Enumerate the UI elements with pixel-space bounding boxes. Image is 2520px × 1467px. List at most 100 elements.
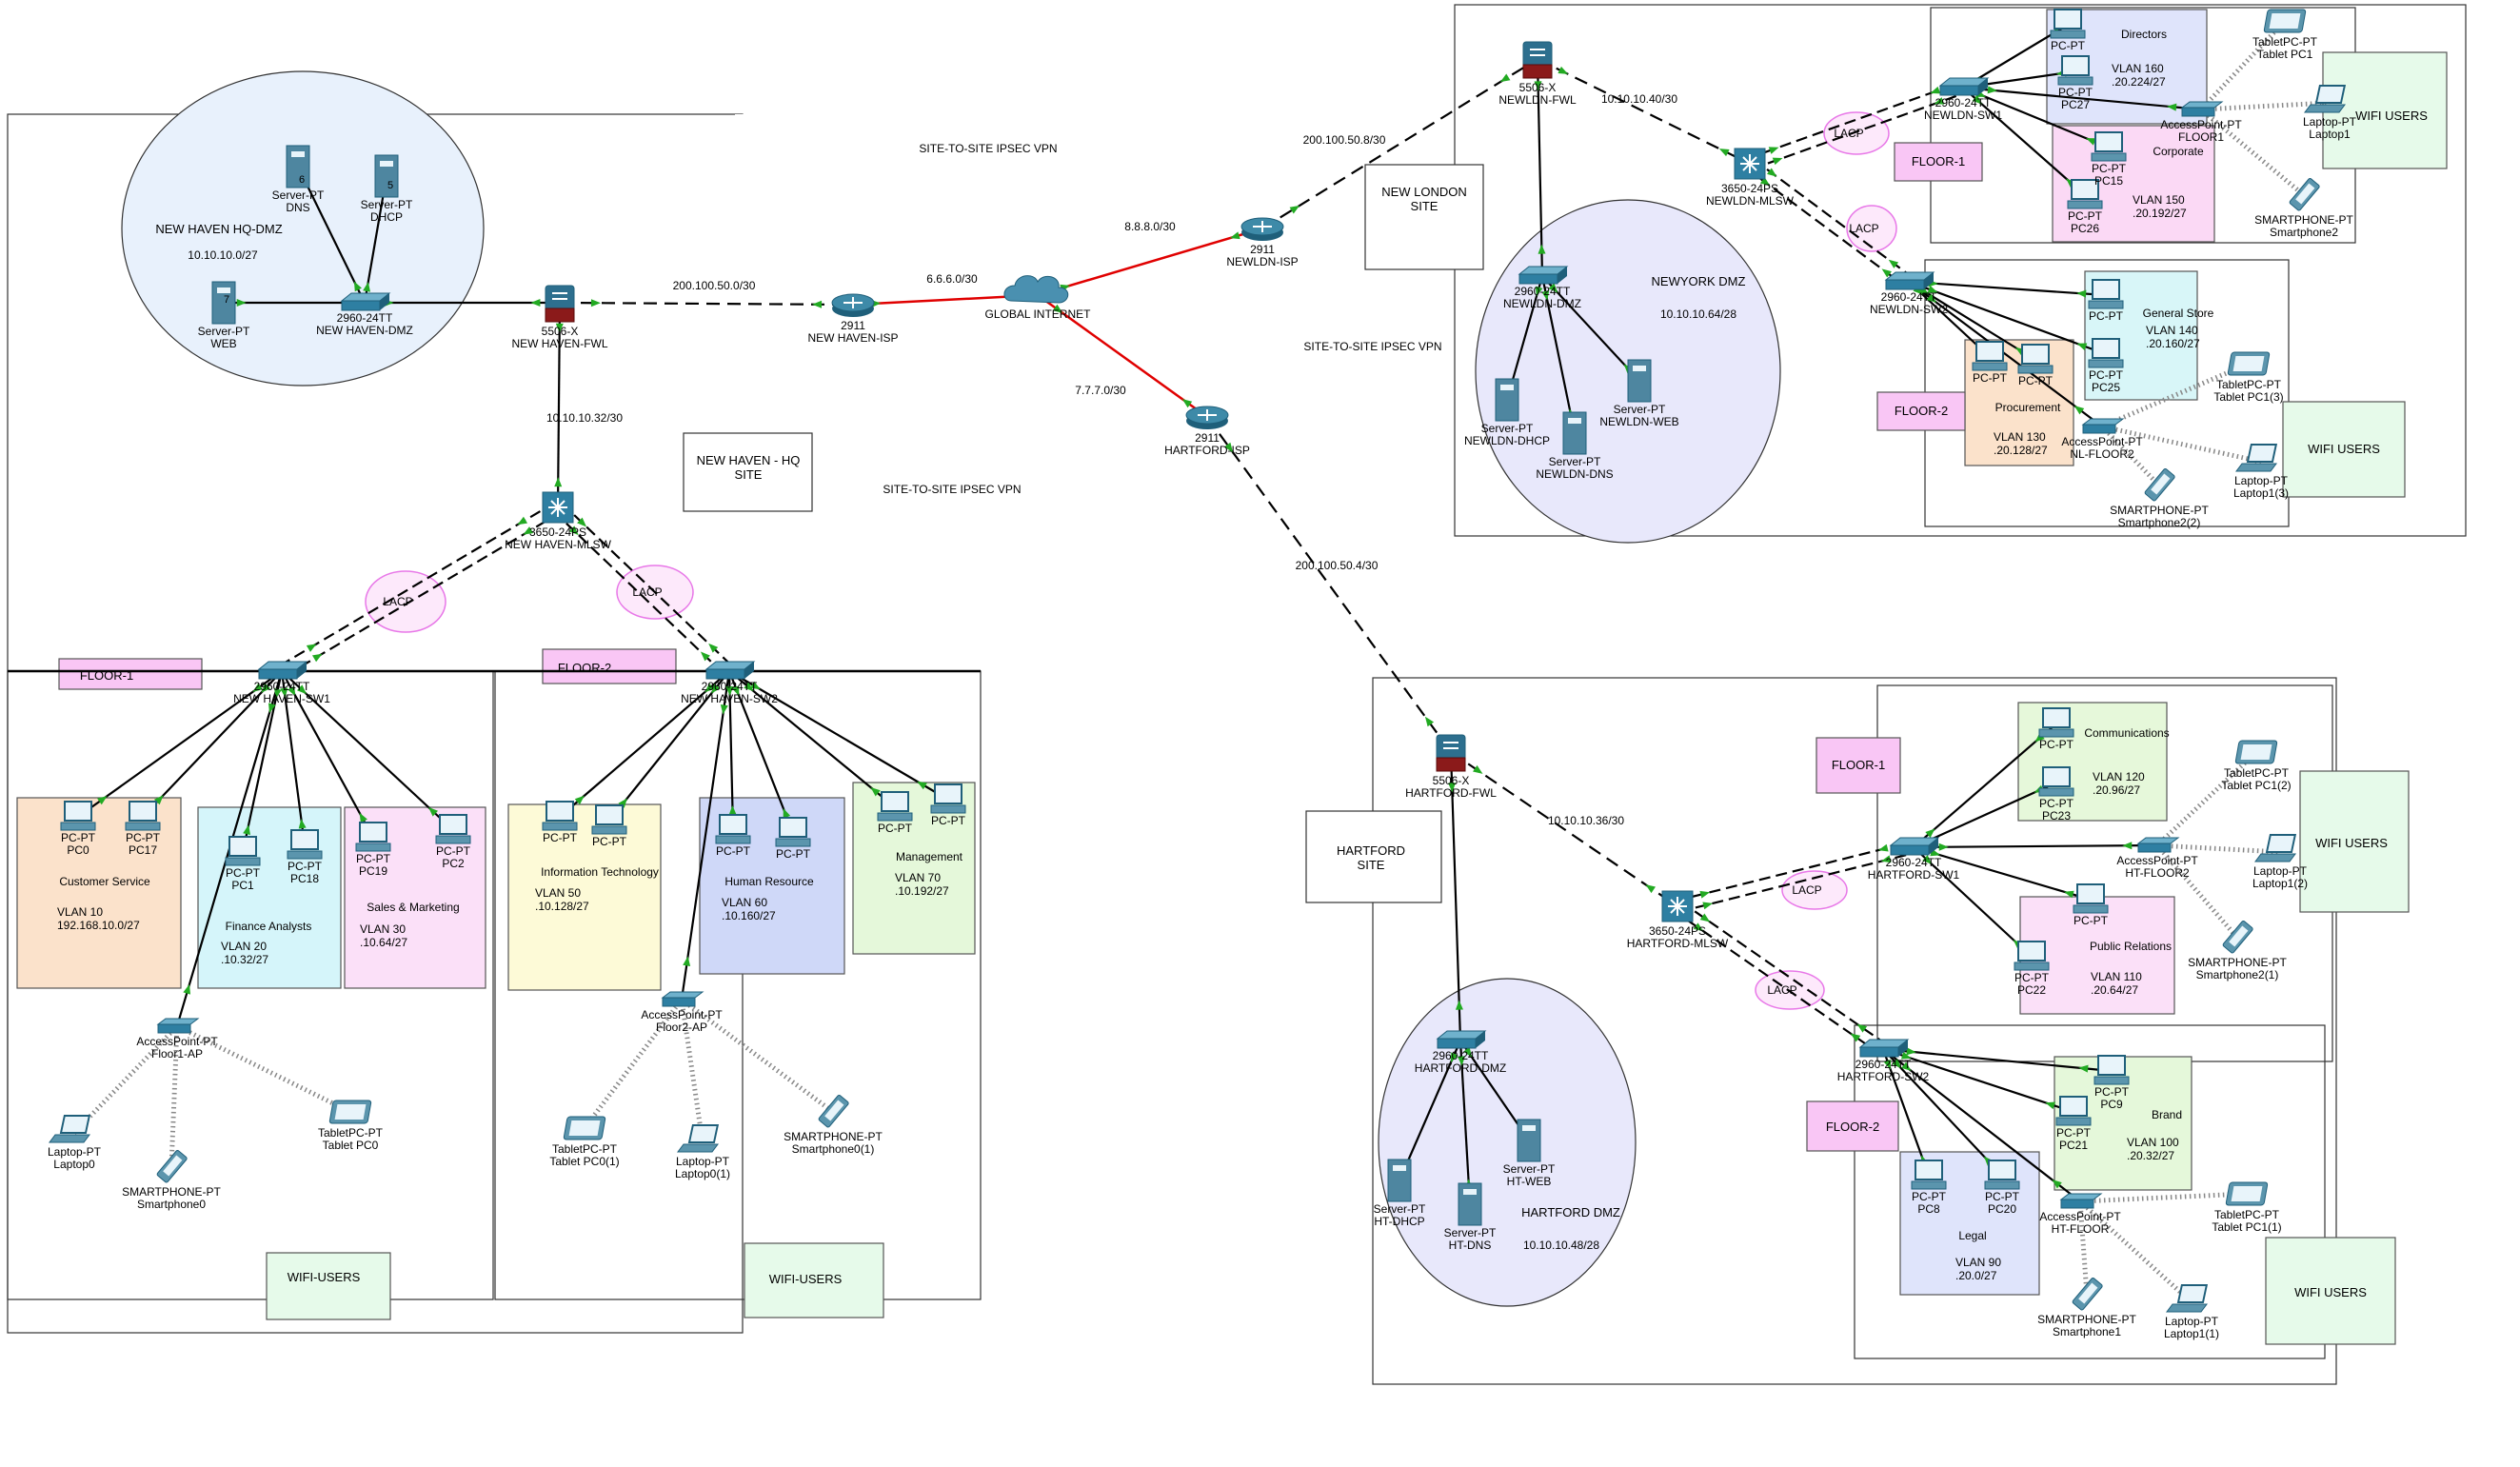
tablet-icon[interactable] bbox=[328, 1100, 372, 1124]
hf-dmz-zone bbox=[1378, 978, 1637, 1307]
ap-icon[interactable] bbox=[2059, 1193, 2103, 1209]
pc-icon[interactable] bbox=[2038, 766, 2074, 797]
port-up-indicator bbox=[2076, 343, 2088, 351]
tablet-icon[interactable] bbox=[563, 1116, 606, 1140]
pc-icon[interactable] bbox=[2073, 883, 2109, 914]
router-icon[interactable] bbox=[831, 293, 875, 317]
department-label: Sales & Marketing bbox=[367, 901, 459, 914]
pc-icon[interactable] bbox=[930, 783, 966, 814]
router-icon[interactable] bbox=[1185, 406, 1229, 429]
server-icon[interactable] bbox=[1495, 378, 1519, 422]
ap-icon[interactable] bbox=[156, 1018, 200, 1034]
firewall-icon[interactable] bbox=[1522, 41, 1553, 79]
pc-icon[interactable] bbox=[542, 801, 578, 831]
switch-icon[interactable] bbox=[1436, 1030, 1487, 1049]
phone-icon[interactable] bbox=[2289, 178, 2320, 211]
mlsw-icon[interactable] bbox=[1734, 148, 1766, 180]
ethernet-link bbox=[1882, 1048, 2081, 1202]
phone-icon[interactable] bbox=[2072, 1278, 2103, 1311]
server-icon[interactable] bbox=[1627, 359, 1652, 403]
tablet-icon[interactable] bbox=[2227, 351, 2271, 376]
firewall-icon[interactable] bbox=[1436, 734, 1466, 772]
phone-icon[interactable] bbox=[2144, 468, 2175, 502]
laptop-icon[interactable] bbox=[2166, 1284, 2209, 1313]
laptop-icon[interactable] bbox=[677, 1124, 720, 1153]
pc-icon[interactable] bbox=[225, 836, 261, 866]
pc-icon[interactable] bbox=[2091, 131, 2127, 162]
ethernet-link bbox=[559, 670, 730, 818]
firewall-icon[interactable] bbox=[545, 285, 575, 323]
wan-link-nh bbox=[559, 301, 854, 307]
switch-icon[interactable] bbox=[1858, 1039, 1910, 1058]
pc-icon[interactable] bbox=[2055, 1096, 2092, 1126]
device-label-nh-pcit1: PC-PT bbox=[543, 831, 578, 844]
pc-icon[interactable] bbox=[355, 822, 391, 852]
server-icon[interactable] bbox=[1517, 1119, 1541, 1162]
phone-icon[interactable] bbox=[818, 1095, 849, 1128]
lacp-link bbox=[553, 510, 726, 677]
pc-icon[interactable] bbox=[877, 791, 913, 822]
switch-icon[interactable] bbox=[1938, 77, 1990, 96]
pc-icon[interactable] bbox=[715, 814, 751, 844]
pc-icon[interactable] bbox=[1984, 1160, 2020, 1190]
pc-icon[interactable] bbox=[591, 804, 627, 835]
port-up-indicator bbox=[618, 798, 627, 808]
pc-icon[interactable] bbox=[2038, 707, 2074, 738]
laptop-icon[interactable] bbox=[2304, 85, 2347, 113]
switch-icon[interactable] bbox=[704, 661, 756, 680]
pc-icon[interactable] bbox=[2088, 279, 2124, 309]
server-icon[interactable] bbox=[1458, 1182, 1482, 1226]
switch-icon[interactable] bbox=[1889, 837, 1940, 856]
pc-icon[interactable] bbox=[287, 829, 323, 860]
laptop-icon[interactable] bbox=[2254, 834, 2297, 862]
switch-icon[interactable] bbox=[257, 661, 308, 680]
pc-icon[interactable] bbox=[2057, 55, 2093, 86]
port-up-indicator bbox=[812, 300, 823, 308]
port-up-indicator bbox=[1534, 81, 1542, 91]
tablet-icon[interactable] bbox=[2263, 9, 2307, 33]
phone-icon[interactable] bbox=[156, 1150, 188, 1183]
phone-icon[interactable] bbox=[2222, 921, 2253, 954]
ethernet-link bbox=[1676, 841, 1913, 902]
pc-icon[interactable] bbox=[775, 817, 811, 847]
tablet-icon[interactable] bbox=[2225, 1181, 2269, 1206]
pc-icon[interactable] bbox=[2088, 338, 2124, 368]
switch-icon[interactable] bbox=[1518, 266, 1569, 285]
cloud-icon[interactable] bbox=[1003, 275, 1069, 304]
ap-icon[interactable] bbox=[2081, 418, 2125, 434]
mlsw-icon[interactable] bbox=[542, 491, 574, 524]
ap-icon[interactable] bbox=[661, 991, 704, 1007]
laptop-icon[interactable] bbox=[49, 1115, 91, 1143]
ap-icon[interactable] bbox=[2136, 837, 2180, 853]
port-up-indicator bbox=[783, 808, 791, 819]
pc-icon[interactable] bbox=[125, 801, 161, 831]
pc-icon[interactable] bbox=[2014, 941, 2050, 971]
pc-icon[interactable] bbox=[2017, 344, 2054, 374]
server-icon[interactable] bbox=[1562, 411, 1587, 455]
server-icon[interactable] bbox=[286, 145, 310, 188]
pc-icon[interactable] bbox=[2050, 9, 2086, 39]
pc-icon[interactable] bbox=[2093, 1055, 2130, 1085]
tablet-icon[interactable] bbox=[2234, 740, 2278, 764]
server-icon[interactable] bbox=[211, 281, 236, 325]
pc-icon[interactable] bbox=[2067, 179, 2103, 209]
ap-icon[interactable] bbox=[2180, 101, 2224, 117]
floor-label: FLOOR-2 bbox=[1826, 1120, 1879, 1134]
port-up-indicator bbox=[1877, 843, 1889, 852]
laptop-icon[interactable] bbox=[2235, 444, 2278, 472]
server-icon[interactable] bbox=[1387, 1159, 1412, 1202]
pc-icon[interactable] bbox=[1911, 1160, 1947, 1190]
pc-icon[interactable] bbox=[1972, 341, 2008, 371]
pc-icon[interactable] bbox=[435, 814, 471, 844]
switch-icon[interactable] bbox=[340, 292, 391, 311]
ethernet-link bbox=[1458, 1040, 1472, 1205]
mlsw-icon[interactable] bbox=[1661, 890, 1694, 922]
switch-icon[interactable] bbox=[1884, 271, 1935, 290]
router-icon[interactable] bbox=[1240, 217, 1284, 241]
pc-icon[interactable] bbox=[60, 801, 96, 831]
server-icon[interactable] bbox=[374, 154, 399, 198]
lacp-link bbox=[278, 501, 556, 667]
